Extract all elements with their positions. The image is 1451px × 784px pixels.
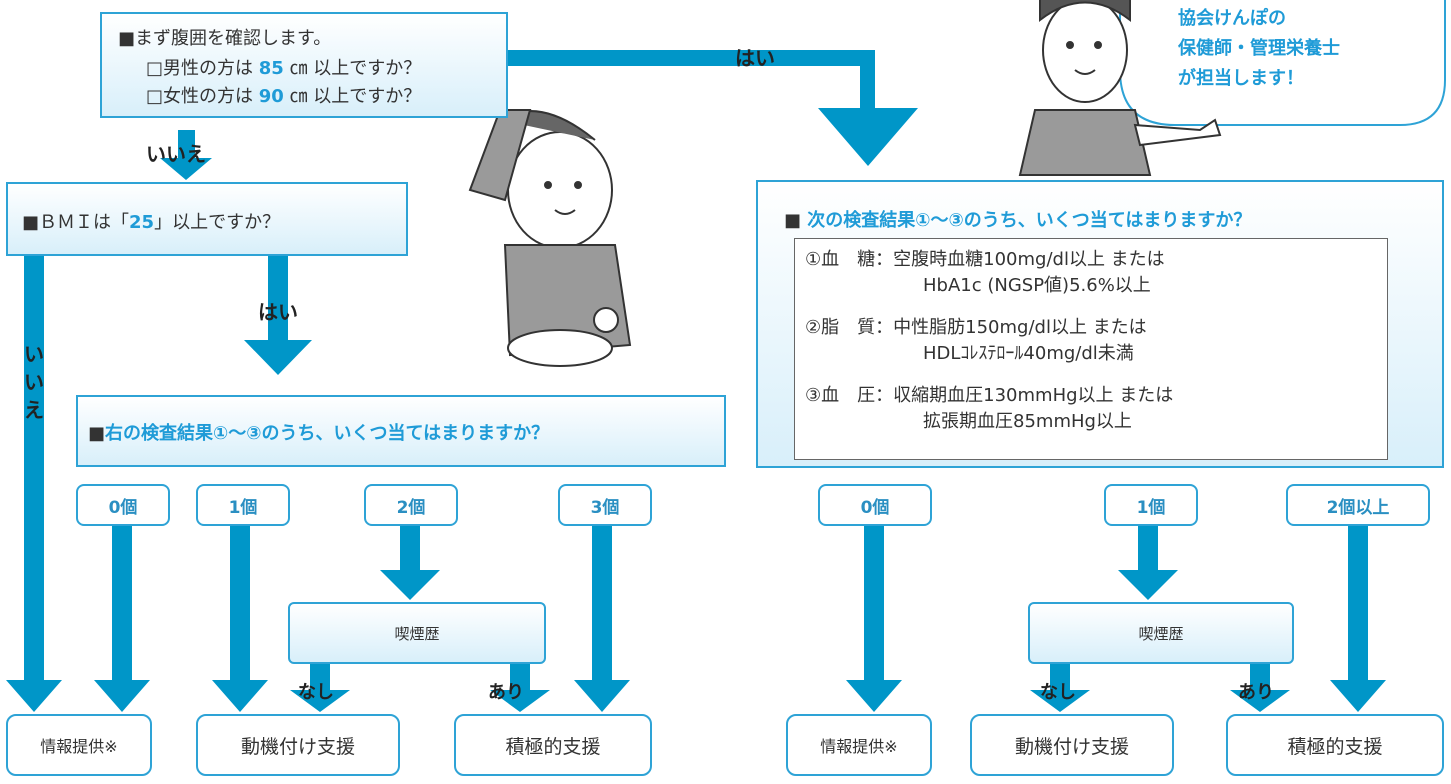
criteria-2-label: ②脂 質： xyxy=(805,317,894,338)
waist-intro: ■まず腹囲を確認します。 xyxy=(118,28,332,49)
no-label-bmi: いいえ xyxy=(24,342,44,422)
bmi-pre: ■ＢＭＩは「 xyxy=(22,212,130,233)
arrow-left-3 xyxy=(574,525,630,712)
left-result-active: 積極的支援 xyxy=(454,714,652,776)
right-question-marker: ■ xyxy=(784,210,802,231)
yes-label-top: はい xyxy=(735,46,775,70)
waist-female: □女性の方は 90 ㎝ 以上ですか？ xyxy=(146,82,421,108)
right-smoking-box: 喫煙歴 xyxy=(1028,602,1294,664)
left-question-marker: ■ xyxy=(88,423,106,444)
criteria-1-line1: 空腹時血糖100mg/dl以上 または xyxy=(893,249,1165,270)
left-ari-label: あり xyxy=(488,682,524,703)
speech-line-3: が担当します！ xyxy=(1178,68,1304,89)
waist-male-num: 85 xyxy=(258,58,284,79)
criteria-1: ①血 糖：空腹時血糖100mg/dl以上 または xyxy=(805,247,1165,273)
arrow-waist-no xyxy=(160,130,212,180)
waist-question-box: ■まず腹囲を確認します。 □男性の方は 85 ㎝ 以上ですか？ □女性の方は 9… xyxy=(100,12,508,118)
bmi-num: 25 xyxy=(129,212,155,233)
criteria-2-line1: 中性脂肪150mg/dl以上 または xyxy=(893,317,1147,338)
left-result-motivation: 動機付け支援 xyxy=(196,714,400,776)
criteria-2: ②脂 質：中性脂肪150mg/dl以上 または xyxy=(805,315,1147,341)
arrow-bmi-yes xyxy=(244,255,312,375)
waist-female-pre: □女性の方は xyxy=(146,86,259,107)
left-smoking-box: 喫煙歴 xyxy=(288,602,546,664)
right-nashi-label: なし xyxy=(1040,682,1076,703)
speech-line-1: 協会けんぽの xyxy=(1178,8,1286,29)
bmi-question: ■ＢＭＩは「25」以上ですか？ xyxy=(22,208,280,234)
right-ari-label: あり xyxy=(1238,682,1274,703)
right-count-question: ■ 次の検査結果①～③のうち、いくつ当てはまりますか？ xyxy=(784,206,1251,232)
arrow-left-0 xyxy=(94,525,150,712)
speech-bubble xyxy=(1119,0,1446,126)
arrow-left-1 xyxy=(212,525,268,712)
arrow-left-ari xyxy=(490,660,550,712)
right-question-text: 次の検査結果①～③のうち、いくつ当てはまりますか？ xyxy=(807,210,1252,231)
waist-female-num: 90 xyxy=(258,86,284,107)
bmi-post: 」以上ですか？ xyxy=(154,212,281,233)
right-count-1: 1個 xyxy=(1104,484,1198,526)
left-count-0: 0個 xyxy=(76,484,170,526)
criteria-1-line2: HbA1c (NGSP値)5.6%以上 xyxy=(923,275,1151,296)
left-count-question-box: ■右の検査結果①～③のうち、いくつ当てはまりますか？ xyxy=(76,395,726,467)
arrow-right-ari xyxy=(1230,660,1290,712)
right-count-2plus: 2個以上 xyxy=(1286,484,1430,526)
arrow-waist-yes xyxy=(508,50,918,166)
left-count-3: 3個 xyxy=(558,484,652,526)
woman-illustration xyxy=(1018,0,1222,176)
criteria-3-line1: 収縮期血圧130mmHg以上 または xyxy=(893,385,1174,406)
no-label-top: いいえ xyxy=(146,142,206,166)
right-count-0: 0個 xyxy=(818,484,932,526)
right-result-info: 情報提供※ xyxy=(786,714,932,776)
arrow-left-2 xyxy=(380,525,440,600)
waist-male: □男性の方は 85 ㎝ 以上ですか？ xyxy=(146,54,421,80)
waist-male-pre: □男性の方は xyxy=(146,58,259,79)
left-count-2: 2個 xyxy=(364,484,458,526)
yes-label-bmi: はい xyxy=(258,300,298,324)
criteria-3: ③血 圧：収縮期血圧130mmHg以上 または xyxy=(805,383,1173,409)
left-count-1: 1個 xyxy=(196,484,290,526)
right-result-active: 積極的支援 xyxy=(1226,714,1444,776)
criteria-3-line2: 拡張期血圧85mmHg以上 xyxy=(923,411,1132,432)
left-smoking-label: 喫煙歴 xyxy=(394,624,440,643)
criteria-2-line2: HDLｺﾚｽﾃﾛｰﾙ40mg/dl未満 xyxy=(923,343,1134,364)
right-smoking-label: 喫煙歴 xyxy=(1138,624,1184,643)
bmi-question-box: ■ＢＭＩは「25」以上ですか？ xyxy=(6,182,408,256)
speech-text: 協会けんぽの 保健師・管理栄養士 が担当します！ xyxy=(1178,4,1340,94)
left-result-info: 情報提供※ xyxy=(6,714,152,776)
criteria-list: ①血 糖：空腹時血糖100mg/dl以上 または HbA1c (NGSP値)5.… xyxy=(794,238,1388,460)
arrow-right-1 xyxy=(1118,525,1178,600)
arrow-right-0 xyxy=(846,525,902,712)
left-question-text: 右の検査結果①～③のうち、いくつ当てはまりますか？ xyxy=(105,423,550,444)
speech-line-2: 保健師・管理栄養士 xyxy=(1178,38,1340,59)
arrow-right-nashi xyxy=(1030,660,1090,712)
criteria-3-label: ③血 圧： xyxy=(805,385,894,406)
right-criteria-box: ■ 次の検査結果①～③のうち、いくつ当てはまりますか？ ①血 糖：空腹時血糖10… xyxy=(756,180,1444,468)
arrow-right-2 xyxy=(1330,525,1386,712)
arrow-left-nashi xyxy=(290,660,350,712)
left-count-question: ■右の検査結果①～③のうち、いくつ当てはまりますか？ xyxy=(88,419,549,445)
criteria-1-label: ①血 糖： xyxy=(805,249,894,270)
arrow-bmi-no xyxy=(6,255,62,712)
left-nashi-label: なし xyxy=(298,682,334,703)
right-result-motivation: 動機付け支援 xyxy=(970,714,1174,776)
waist-female-post: ㎝ 以上ですか？ xyxy=(283,86,422,107)
man-illustration xyxy=(468,109,632,367)
waist-male-post: ㎝ 以上ですか？ xyxy=(283,58,422,79)
